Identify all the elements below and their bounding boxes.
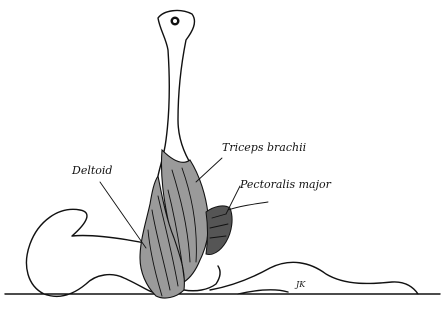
pectoralis-muscle [206, 206, 232, 255]
label-pectoralis: Pectoralis major [239, 178, 332, 191]
label-deltoid: Deltoid [71, 164, 112, 177]
body-outline-right [210, 262, 418, 294]
bone-foramen-inner [173, 19, 177, 23]
artist-signature: JK [294, 280, 306, 289]
deltoid-leader [100, 182, 146, 248]
triceps-leader [196, 158, 222, 182]
label-triceps: Triceps brachii [222, 141, 306, 154]
body-outline [26, 209, 152, 296]
